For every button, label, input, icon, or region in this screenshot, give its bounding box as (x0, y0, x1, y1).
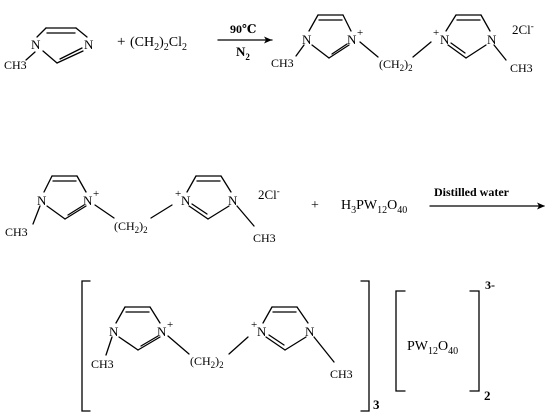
positive-charge: + (433, 27, 439, 39)
ethylene-linker: (CH2)2 (379, 57, 413, 73)
positive-charge: + (175, 188, 181, 200)
ring-bonds (105, 306, 335, 363)
product-anion-brackets (395, 290, 480, 392)
solvent-label: Distilled water (434, 185, 510, 199)
positive-charge: + (167, 319, 173, 331)
methyl-label: CH3 (4, 58, 27, 72)
cation-stoichiometry: 3 (373, 397, 380, 412)
methylimidazole-structure: N N CH3 (4, 27, 94, 72)
methyl-label: CH3 (91, 357, 114, 371)
ring-bonds (32, 175, 255, 227)
temperature-label: 90℃ (230, 22, 256, 36)
positive-charge: + (93, 188, 99, 200)
nitrogen-atom: N (37, 193, 47, 208)
positive-charge: + (251, 319, 257, 331)
ethylene-linker: (CH2)2 (114, 219, 148, 235)
nitrogen-atom: N (157, 324, 167, 339)
methyl-label: CH3 (330, 367, 353, 381)
phosphotungstic-acid-formula: H3PW12O40 (341, 198, 407, 216)
positive-charge: + (357, 27, 363, 39)
nitrogen-atom: N (181, 193, 191, 208)
nitrogen-atom: N (302, 32, 312, 47)
methyl-label: CH3 (253, 231, 276, 245)
ring-bonds (25, 27, 88, 64)
plus-sign: + (311, 198, 319, 213)
methyl-label: CH3 (510, 61, 533, 75)
ethylene-linker: (CH2)2 (190, 354, 224, 370)
methyl-label: CH3 (5, 225, 28, 239)
nitrogen-atom: N (83, 193, 93, 208)
nitrogen-atom: N (440, 32, 450, 47)
nitrogen-atom: N (257, 324, 267, 339)
bis-imidazolium-structure: N N + CH3 (CH2)2 + N N CH3 (271, 14, 533, 75)
ring-bonds (295, 14, 507, 61)
bis-imidazolium-structure: N N + CH3 (CH2)2 + N N CH3 (91, 306, 353, 381)
nitrogen-atom: N (305, 324, 315, 339)
chloride-counterion: 2Cl- (258, 186, 280, 202)
nitrogen-atom: N (347, 32, 357, 47)
nitrogen-atom: N (109, 324, 119, 339)
atmosphere-label: N2 (236, 44, 250, 62)
phosphotungstate-anion-formula: PW12O40 (407, 339, 458, 357)
chloride-counterion: 2Cl- (512, 21, 534, 37)
anion-charge: 3- (485, 278, 495, 292)
plus-sign: + (117, 34, 125, 50)
reaction-arrow-2 (429, 202, 545, 210)
nitrogen-atom: N (31, 37, 41, 52)
nitrogen-atom: N (487, 32, 497, 47)
dichloroethane-formula: (CH2)2Cl2 (130, 35, 187, 53)
anion-stoichiometry: 2 (484, 388, 491, 403)
methyl-label: CH3 (271, 56, 294, 70)
nitrogen-atom: N (84, 37, 94, 52)
product-cation-brackets (81, 280, 370, 412)
nitrogen-atom: N (228, 193, 238, 208)
bis-imidazolium-structure: N N + CH3 (CH2)2 + N N CH3 (5, 175, 276, 245)
reaction-arrow-1 (217, 36, 273, 44)
